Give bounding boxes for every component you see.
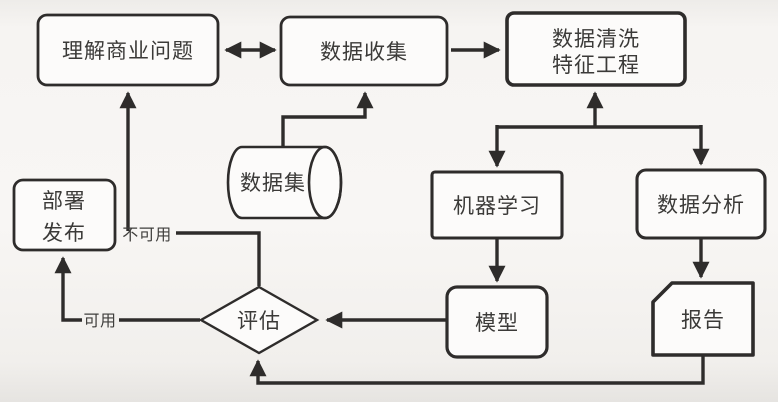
node-report-card [651,281,755,357]
edge-evaluation-usable-2 [54,256,82,322]
edge-report-evaluation [249,356,705,385]
node-data-cleaning-label-line1: 数据清洗 [552,27,640,51]
edge-evaluation-notusable-1 [176,231,261,286]
node-report-label: 报告 [681,308,725,332]
edge-dataset-collection [281,91,374,146]
node-dataset: 数据集 [226,145,343,220]
node-evaluation: 评估 [198,285,320,355]
node-data-collection-label: 数据收集 [320,40,408,64]
node-understand-business-label: 理解商业问题 [62,39,194,63]
node-understand-business: 理解商业问题 [36,13,220,87]
label-usable: 可用 [83,311,116,330]
node-data-cleaning: 数据清洗 特征工程 [505,11,687,87]
node-data-collection: 数据收集 [279,15,449,87]
node-model-box [445,285,549,359]
node-model-label: 模型 [475,311,519,335]
node-dataset-cylinder-cap [307,145,343,220]
node-evaluation-label: 评估 [237,309,281,333]
label-not-usable: 不可用 [122,225,172,244]
node-understand-business-box [36,13,220,87]
node-machine-learning-box [430,170,564,240]
node-data-cleaning-label-line2: 特征工程 [552,53,640,77]
node-machine-learning-label: 机器学习 [453,194,541,218]
node-dataset-label: 数据集 [240,171,306,195]
node-deploy: 部署 发布 [12,178,117,252]
node-data-analysis-label: 数据分析 [657,193,745,217]
node-evaluation-diamond [198,285,320,355]
node-deploy-label-line2: 发布 [42,221,86,245]
node-data-analysis: 数据分析 [635,168,767,240]
node-data-analysis-box [635,168,767,240]
node-machine-learning: 机器学习 [430,170,564,240]
node-deploy-label-line1: 部署 [42,189,86,213]
node-model: 模型 [445,285,549,359]
node-deploy-box [12,178,117,252]
node-data-cleaning-box [505,11,687,87]
node-data-collection-box [279,15,449,87]
node-report: 报告 [651,281,755,357]
